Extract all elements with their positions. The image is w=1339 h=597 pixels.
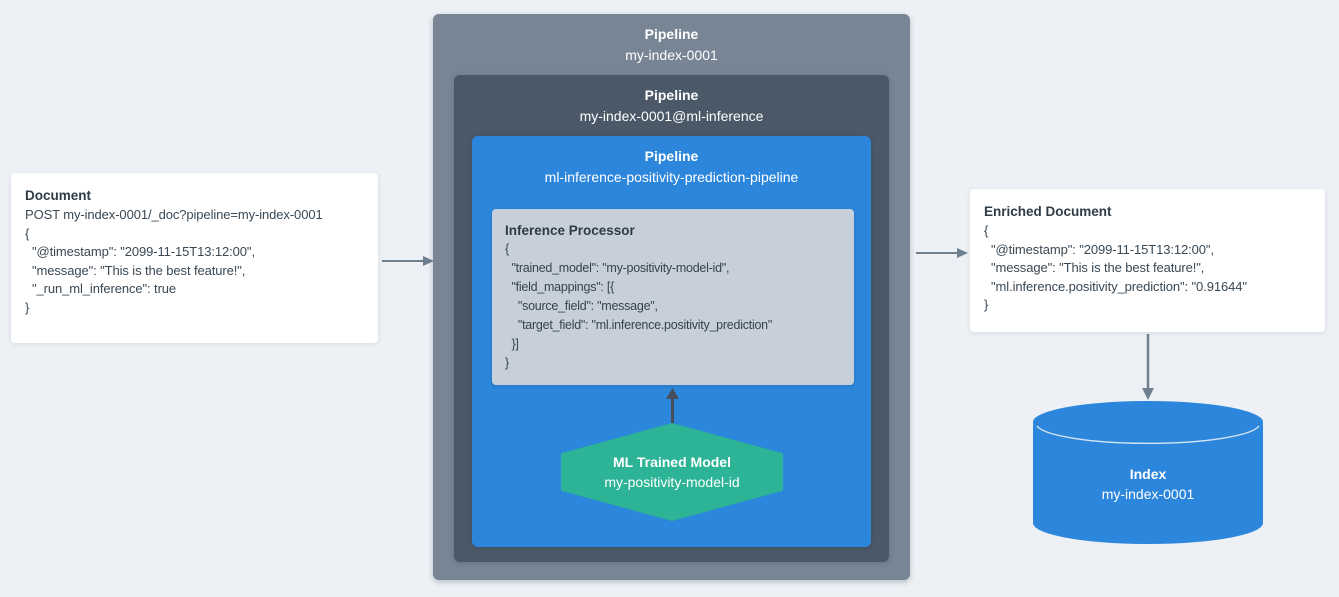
document-code-line: "@timestamp": "2099-11-15T13:12:00", (25, 244, 255, 259)
enriched-document-card: Enriched Document { "@timestamp": "2099-… (970, 189, 1325, 332)
processor-code-line: } (505, 356, 509, 370)
pipeline-inner-title: Pipeline (644, 148, 699, 164)
ml-trained-model-hexagon: ML Trained Model my-positivity-model-id (561, 423, 783, 521)
index-label-group: Index my-index-0001 (1033, 464, 1263, 504)
index-title: Index (1129, 466, 1167, 482)
processor-code-line: "target_field": "ml.inference.positivity… (505, 318, 773, 332)
document-code-line: } (25, 299, 30, 315)
document-card-title: Document (25, 188, 92, 203)
pipeline-inner-header: Pipeline ml-inference-positivity-predict… (472, 136, 871, 187)
cylinder-shape-icon (1033, 401, 1263, 544)
pipeline-outer-box: Pipeline my-index-0001 Pipeline my-index… (433, 14, 910, 580)
enriched-code-line: "ml.inference.positivity_prediction": "0… (984, 278, 1247, 294)
processor-code-line: "field_mappings": [{ (505, 280, 614, 294)
inference-processor-title: Inference Processor (505, 223, 635, 238)
processor-code-line: "trained_model": "my-positivity-model-id… (505, 261, 730, 275)
document-code-line: POST my-index-0001/_doc?pipeline=my-inde… (25, 207, 323, 222)
enriched-code-line: "message": "This is the best feature!", (984, 260, 1205, 275)
index-cylinder: Index my-index-0001 (1033, 400, 1263, 546)
enriched-code-line: } (984, 297, 989, 312)
processor-code-line: }] (505, 337, 519, 351)
processor-code-line: "source_field": "message", (505, 299, 658, 313)
pipeline-middle-box: Pipeline my-index-0001@ml-inference Pipe… (454, 75, 889, 562)
pipeline-middle-name: my-index-0001@ml-inference (579, 108, 764, 124)
pipeline-middle-title: Pipeline (644, 87, 699, 103)
pipeline-outer-title: Pipeline (644, 26, 699, 42)
right-arrow-icon (916, 248, 968, 258)
enriched-code-line: { (984, 223, 989, 238)
inference-processor-box: Inference Processor { "trained_model": "… (492, 209, 854, 385)
pipeline-outer-header: Pipeline my-index-0001 (433, 14, 910, 65)
document-card: Document POST my-index-0001/_doc?pipelin… (11, 173, 378, 343)
processor-code-line: { (505, 242, 509, 256)
down-arrow-icon (1142, 334, 1154, 400)
ml-model-name: my-positivity-model-id (604, 474, 740, 490)
pipeline-inner-name: ml-inference-positivity-prediction-pipel… (544, 169, 799, 185)
ml-model-title: ML Trained Model (613, 454, 731, 470)
pipeline-outer-name: my-index-0001 (625, 47, 718, 63)
pipeline-middle-header: Pipeline my-index-0001@ml-inference (454, 75, 889, 126)
document-code-line: "_run_ml_inference": true (25, 281, 177, 296)
index-name: my-index-0001 (1101, 486, 1195, 502)
right-arrow-icon (382, 256, 434, 266)
up-arrow-icon (666, 388, 679, 426)
document-code-line: { (25, 225, 30, 241)
document-code-line: "message": "This is the best feature!", (25, 262, 246, 278)
enriched-code-line: "@timestamp": "2099-11-15T13:12:00", (984, 241, 1214, 257)
enriched-document-title: Enriched Document (984, 204, 1112, 219)
pipeline-inner-box: Pipeline ml-inference-positivity-predict… (472, 136, 871, 547)
